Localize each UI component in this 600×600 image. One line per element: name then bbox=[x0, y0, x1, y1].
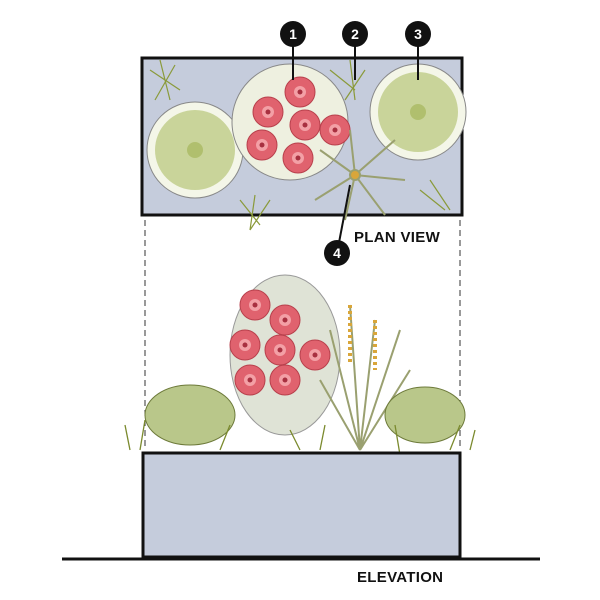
grass-clumps bbox=[149, 59, 451, 231]
grass-elevation bbox=[124, 419, 476, 456]
elevation-view bbox=[62, 274, 540, 561]
callout-3: 3 bbox=[414, 26, 422, 42]
callout-4: 4 bbox=[333, 245, 341, 261]
plant-4-elevation bbox=[319, 304, 411, 451]
plant-1-elevation bbox=[229, 274, 341, 436]
callouts: 1 2 3 4 bbox=[280, 21, 431, 266]
plan-view bbox=[140, 56, 467, 231]
callout-2: 2 bbox=[351, 26, 359, 42]
elevation-label: ELEVATION bbox=[357, 569, 444, 586]
plan-view-label: PLAN VIEW bbox=[354, 229, 441, 246]
plant-1-plan bbox=[231, 63, 351, 181]
callout-1: 1 bbox=[289, 26, 297, 42]
plant-3-elevation bbox=[144, 384, 466, 446]
plant-4-plan bbox=[314, 129, 406, 221]
plant-3-left-plan bbox=[146, 101, 244, 199]
